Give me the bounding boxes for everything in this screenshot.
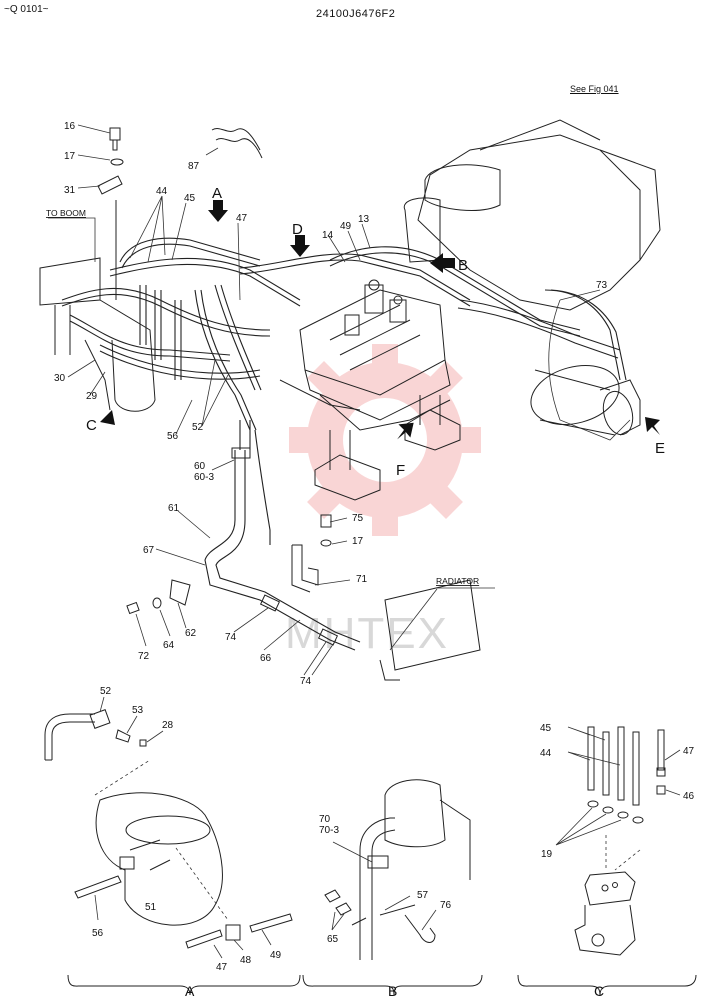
detail-b-callout-76: 76 bbox=[440, 900, 452, 911]
leader-lines bbox=[48, 124, 601, 676]
callout-73: 73 bbox=[596, 280, 608, 291]
return-pipe bbox=[204, 420, 361, 651]
detail-c-callout-45: 45 bbox=[540, 723, 552, 734]
hose-bundle bbox=[61, 237, 627, 431]
callout-56: 56 bbox=[167, 431, 179, 442]
arrow-c-icon bbox=[98, 408, 115, 425]
arrow-e-icon bbox=[645, 417, 660, 435]
callout-66: 66 bbox=[260, 653, 272, 664]
callout-67: 67 bbox=[143, 545, 155, 556]
callout-47: 47 bbox=[236, 213, 248, 224]
part-number: 24100J6476F2 bbox=[316, 8, 396, 20]
callout-61: 61 bbox=[168, 503, 180, 514]
callout-72: 72 bbox=[138, 651, 150, 662]
arrow-f-icon bbox=[397, 422, 414, 440]
view-c-marker: C bbox=[86, 417, 97, 434]
detail-a-callout-28: 28 bbox=[162, 720, 174, 731]
callout-45: 45 bbox=[184, 193, 196, 204]
detail-b: 70 70-3 57 76 65 B bbox=[302, 779, 483, 999]
callout-60-3: 60-3 bbox=[194, 472, 214, 483]
see-fig-reference: See Fig 041 bbox=[570, 84, 619, 94]
detail-a-callout-51: 51 bbox=[145, 902, 157, 913]
engine-block-outline bbox=[403, 119, 661, 441]
watermark-gear-logo bbox=[289, 344, 481, 536]
detail-a-callout-47: 47 bbox=[216, 962, 228, 973]
radiator-label: RADIATOR bbox=[436, 576, 479, 586]
detail-a-callout-48: 48 bbox=[240, 955, 252, 966]
callout-13: 13 bbox=[358, 214, 370, 225]
detail-c-title: C bbox=[594, 983, 604, 999]
detail-b-callout-70: 70 bbox=[319, 814, 331, 825]
arrow-b-icon bbox=[430, 253, 455, 273]
arrow-d-icon bbox=[290, 235, 310, 257]
callout-64: 64 bbox=[163, 640, 175, 651]
view-a-marker: A bbox=[212, 185, 222, 202]
callout-29: 29 bbox=[86, 391, 98, 402]
detail-b-callout-57: 57 bbox=[417, 890, 429, 901]
arrow-a-icon bbox=[208, 200, 228, 222]
callout-17: 17 bbox=[64, 151, 76, 162]
watermark-text: MHTEX bbox=[285, 609, 449, 658]
main-callouts: 16 17 31 87 44 45 47 14 49 13 73 30 29 5… bbox=[54, 121, 608, 687]
callout-14: 14 bbox=[322, 230, 334, 241]
radiator-bracket bbox=[291, 544, 481, 681]
to-boom-label: TO BOOM bbox=[46, 208, 86, 218]
callout-49: 49 bbox=[340, 221, 352, 232]
callout-74b: 74 bbox=[300, 676, 312, 687]
callout-52: 52 bbox=[192, 422, 204, 433]
view-b-marker: B bbox=[458, 257, 468, 274]
callout-30: 30 bbox=[54, 373, 66, 384]
detail-c: 45 44 47 46 19 C bbox=[517, 723, 697, 999]
detail-a-callout-52: 52 bbox=[100, 686, 112, 697]
detail-b-title: B bbox=[388, 983, 397, 999]
detail-a-callout-53: 53 bbox=[132, 705, 144, 716]
view-arrows bbox=[98, 200, 660, 440]
callout-44: 44 bbox=[156, 186, 168, 197]
callout-31: 31 bbox=[64, 185, 76, 196]
mounting-brackets bbox=[314, 395, 461, 501]
detail-a-callout-56: 56 bbox=[92, 928, 104, 939]
detail-a-title: A bbox=[185, 983, 195, 999]
detail-c-callout-47: 47 bbox=[683, 746, 695, 757]
callout-71: 71 bbox=[356, 574, 368, 585]
callout-87: 87 bbox=[188, 161, 200, 172]
control-valve-assembly bbox=[279, 279, 451, 431]
detail-b-callout-65: 65 bbox=[327, 934, 339, 945]
detail-c-callout-46: 46 bbox=[683, 791, 695, 802]
range-code: ~Q 0101~ bbox=[4, 4, 49, 15]
view-f-marker: F bbox=[396, 462, 405, 479]
callout-75: 75 bbox=[352, 513, 364, 524]
loose-hardware bbox=[97, 127, 332, 615]
callout-60: 60 bbox=[194, 461, 206, 472]
main-labels: TO BOOM RADIATOR A D B C F E bbox=[46, 185, 665, 586]
callout-16: 16 bbox=[64, 121, 76, 132]
view-d-marker: D bbox=[292, 221, 303, 238]
callout-62: 62 bbox=[185, 628, 197, 639]
detail-a-callout-49: 49 bbox=[270, 950, 282, 961]
detail-c-callout-19: 19 bbox=[541, 849, 553, 860]
view-e-marker: E bbox=[655, 440, 665, 457]
callout-17b: 17 bbox=[352, 536, 364, 547]
callout-74a: 74 bbox=[225, 632, 237, 643]
detail-c-callout-44: 44 bbox=[540, 748, 552, 759]
frame-outline bbox=[39, 257, 156, 412]
detail-b-callout-70-3: 70-3 bbox=[319, 825, 339, 836]
detail-a: 52 53 28 51 56 47 48 49 A bbox=[44, 686, 301, 999]
